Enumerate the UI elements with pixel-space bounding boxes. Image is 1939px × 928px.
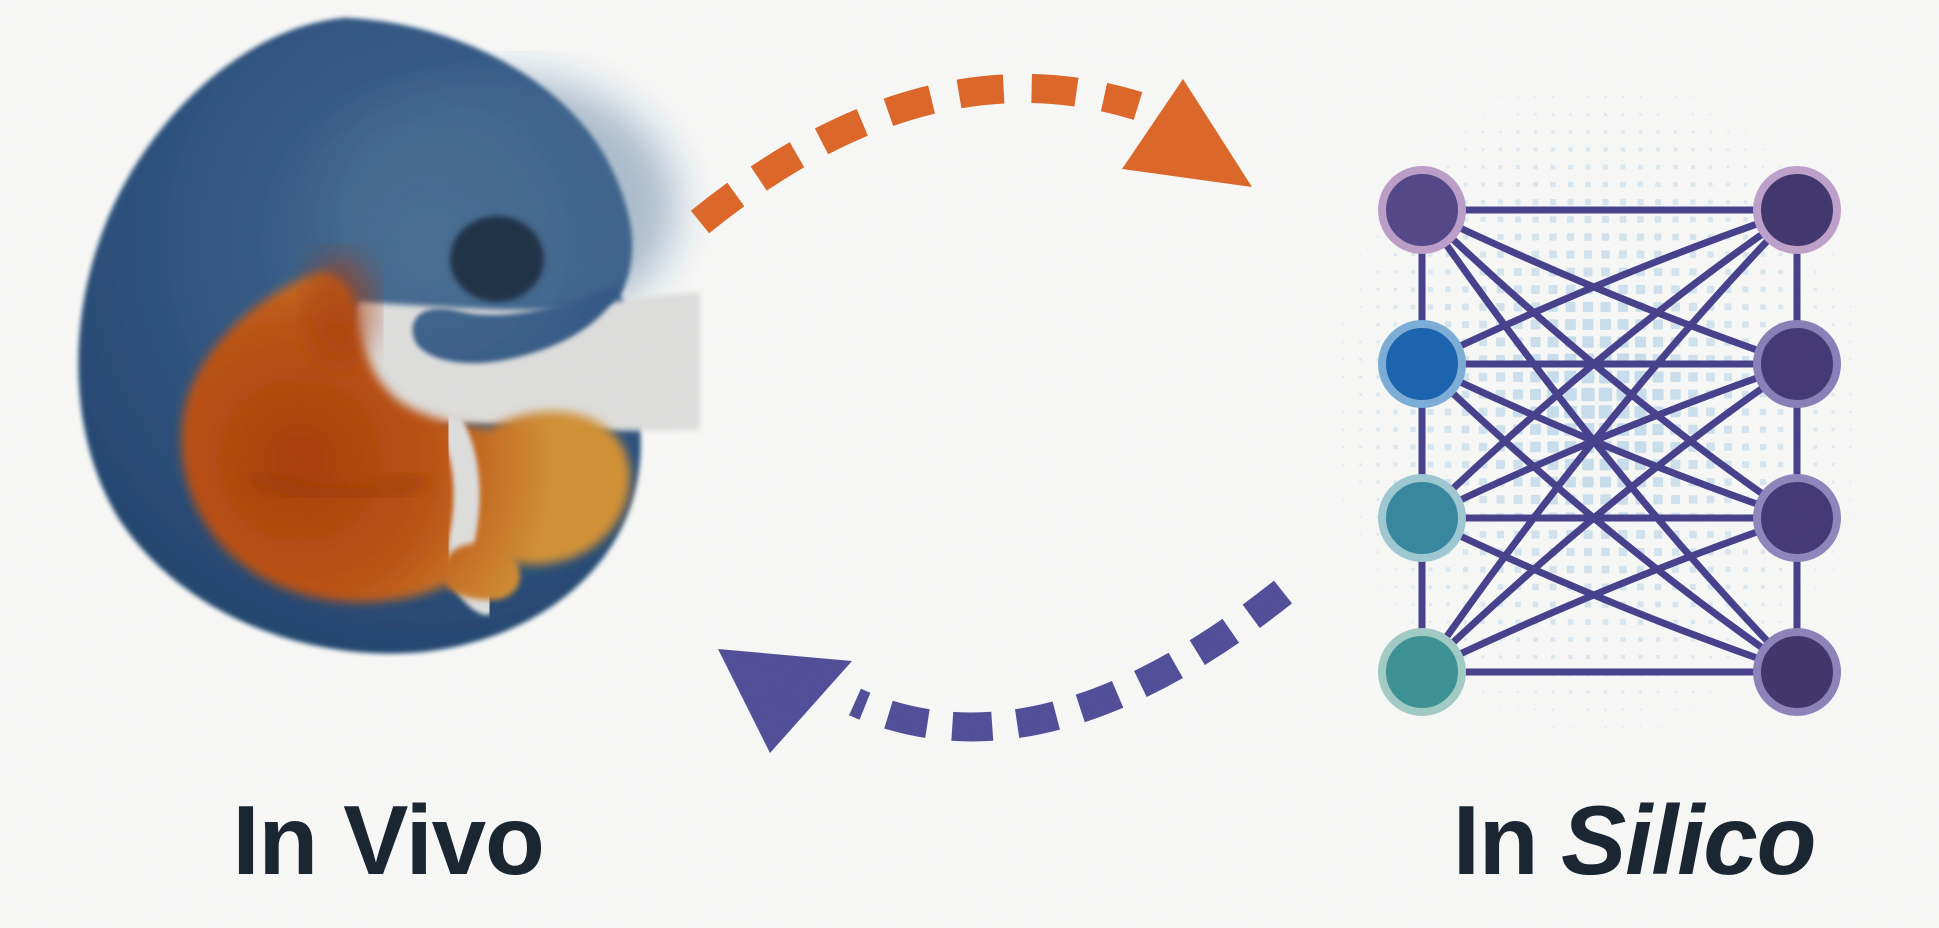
in-silico-label-emphasis: Silico xyxy=(1560,785,1817,895)
in-silico-label-prefix: In xyxy=(1452,785,1539,895)
in-vivo-label: In Vivo xyxy=(232,791,544,889)
in-vivo-label-text: In Vivo xyxy=(232,785,544,895)
